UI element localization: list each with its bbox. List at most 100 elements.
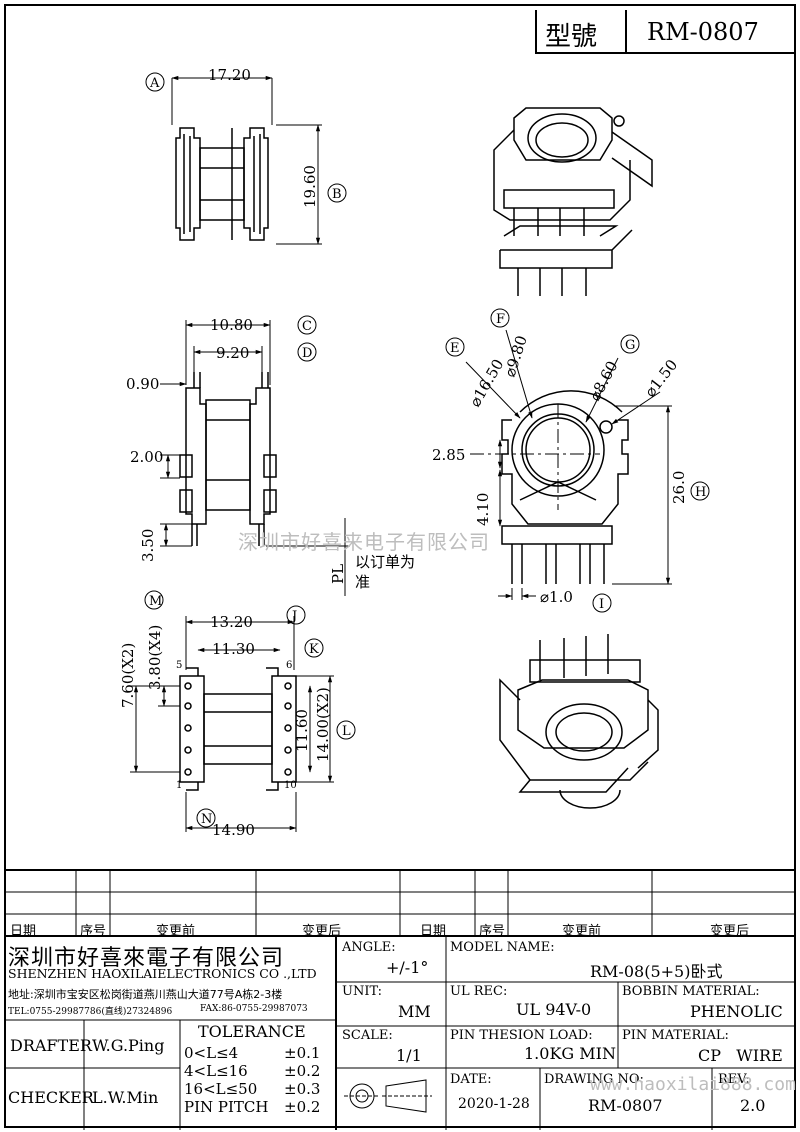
front-view	[465, 329, 672, 600]
tag-n: N	[201, 812, 212, 827]
ul-rec-label: UL REC:	[450, 984, 508, 999]
tolerance-value-4: ±0.2	[284, 1098, 321, 1116]
model-label: 型號	[545, 22, 598, 52]
dim-i-label: ⌀1.0	[540, 588, 573, 606]
rev-label: REV:	[718, 1072, 750, 1087]
pin-10-label: 10	[284, 780, 297, 791]
dim-c-label: 10.80	[210, 316, 253, 334]
isometric-view-top	[493, 107, 653, 296]
tolerance-title: TOLERANCE	[198, 1022, 306, 1041]
tag-m: M	[149, 594, 162, 609]
bottom-view	[130, 616, 334, 832]
dim-j-label: 13.20	[210, 613, 253, 631]
dim-410-label: 4.10	[474, 493, 492, 526]
rev-header-before-1: 变更前	[156, 924, 196, 939]
isometric-view-bottom	[499, 634, 659, 809]
date-label: DATE:	[450, 1072, 492, 1087]
tolerance-range-2: 4<L≤16	[184, 1062, 248, 1080]
drawing-no-value: RM-0807	[588, 1096, 663, 1115]
pin-tension-label: PIN THESION LOAD:	[450, 1028, 593, 1043]
angle-label: ANGLE:	[342, 940, 396, 955]
pl-label: PL	[329, 564, 347, 584]
rev-header-before-2: 变更前	[562, 924, 602, 939]
model-name-value: RM-08(5+5)卧式	[590, 962, 723, 981]
pin-6-label: 6	[286, 660, 292, 671]
tag-c: C	[302, 319, 312, 334]
drawing-frame	[4, 4, 796, 1128]
rev-header-date-1: 日期	[10, 924, 37, 939]
company-address: 地址:深圳市宝安区松岗街道燕川燕山大道77号A栋2-3楼	[8, 988, 283, 1001]
pl-note-line1: 以订单为	[355, 553, 415, 571]
dim-m-label: 7.60(X2)	[119, 643, 137, 708]
rev-header-no-1: 序号	[80, 924, 107, 939]
pin-tension-value: 1.0KG MIN	[524, 1044, 616, 1063]
tolerance-value-1: ±0.1	[284, 1044, 321, 1062]
scale-label: SCALE:	[342, 1028, 393, 1043]
pin-5-label: 5	[176, 660, 182, 671]
checker-label: CHECKER	[8, 1088, 94, 1107]
tolerance-range-3: 16<L≤50	[184, 1080, 258, 1098]
side-view	[160, 320, 350, 596]
drafter-label: DRAFTER	[10, 1036, 92, 1055]
dim-b-label: 19.60	[301, 165, 319, 208]
dim-f-label: ⌀9.80	[501, 333, 531, 379]
dim-350-label: 3.50	[139, 529, 157, 562]
rev-header-no-2: 序号	[479, 924, 506, 939]
dim-l1-label: 11.60	[293, 709, 311, 752]
ul-rec-value: UL 94V-0	[516, 1000, 592, 1019]
tolerance-range-1: 0<L≤4	[184, 1044, 239, 1062]
dim-e-label: ⌀16.50	[466, 356, 508, 410]
tag-e: E	[450, 341, 460, 356]
dim-200-label: 2.00	[130, 448, 163, 466]
scale-value: 1/1	[396, 1046, 422, 1065]
tolerance-range-4: PIN PITCH	[184, 1098, 269, 1116]
top-view	[171, 75, 322, 245]
rev-value: 2.0	[740, 1096, 766, 1115]
model-name-label: MODEL NAME:	[450, 940, 555, 955]
rev-header-date-2: 日期	[420, 924, 447, 939]
tag-g: G	[625, 338, 635, 353]
dim-150-label: ⌀1.50	[641, 356, 681, 401]
dim-k-label: 11.30	[212, 640, 255, 658]
company-phone: TEL:0755-29987786(直线)27324896	[8, 1007, 173, 1017]
dim-l2-label: 14.00(X2)	[314, 687, 332, 762]
watermark-url: www.haoxilai888.com	[590, 1074, 796, 1095]
rev-header-after-1: 变更后	[302, 924, 342, 939]
tag-a: A	[149, 76, 160, 91]
date-value: 2020-1-28	[458, 1096, 530, 1112]
tag-j: J	[290, 609, 297, 624]
tag-f: F	[496, 312, 505, 327]
tag-h: H	[695, 485, 706, 500]
engineering-drawing: 17.20 19.60 10.80 9.20 0.90 2.00 3.50 PL…	[119, 66, 710, 839]
title-block-grid	[4, 869, 796, 1130]
company-fax: FAX:86-0755-29987073	[200, 1004, 308, 1014]
rev-header-after-2: 变更后	[710, 924, 750, 939]
checker-value: L.W.Min	[92, 1088, 159, 1107]
angle-value: +/-1°	[386, 958, 429, 977]
dim-d-label: 9.20	[216, 344, 249, 362]
dim-h-label: 26.0	[670, 471, 688, 504]
dim-g-label: ⌀8.60	[586, 358, 622, 404]
tolerance-value-2: ±0.2	[284, 1062, 321, 1080]
tag-d: D	[302, 346, 312, 361]
unit-label: UNIT:	[342, 984, 383, 999]
drafter-value: W.G.Ping	[92, 1036, 165, 1055]
dim-a-label: 17.20	[208, 66, 251, 84]
title-block: 型號 RM-0807	[535, 10, 796, 54]
pl-note-line2: 准	[355, 573, 370, 591]
pin-1-label: 1	[176, 780, 182, 791]
bobbin-material-value: PHENOLIC	[690, 1002, 783, 1021]
tag-b: B	[332, 187, 342, 202]
tolerance-value-3: ±0.3	[284, 1080, 321, 1098]
model-number: RM-0807	[647, 18, 759, 46]
bobbin-material-label: BOBBIN MATERIAL:	[622, 984, 760, 999]
unit-value: MM	[398, 1002, 431, 1021]
pin-material-label: PIN MATERIAL:	[622, 1028, 729, 1043]
drawing-no-label: DRAWING NO:	[544, 1072, 644, 1087]
tag-k: K	[309, 642, 319, 657]
company-name-cn: 深圳市好喜來電子有限公司	[8, 946, 285, 971]
dim-m2-label: 3.80(X4)	[146, 625, 164, 690]
company-name-en: SHENZHEN HAOXILAIELECTRONICS CO .,LTD	[8, 966, 317, 981]
dim-285-label: 2.85	[432, 446, 465, 464]
dim-n-label: 14.90	[212, 821, 255, 839]
